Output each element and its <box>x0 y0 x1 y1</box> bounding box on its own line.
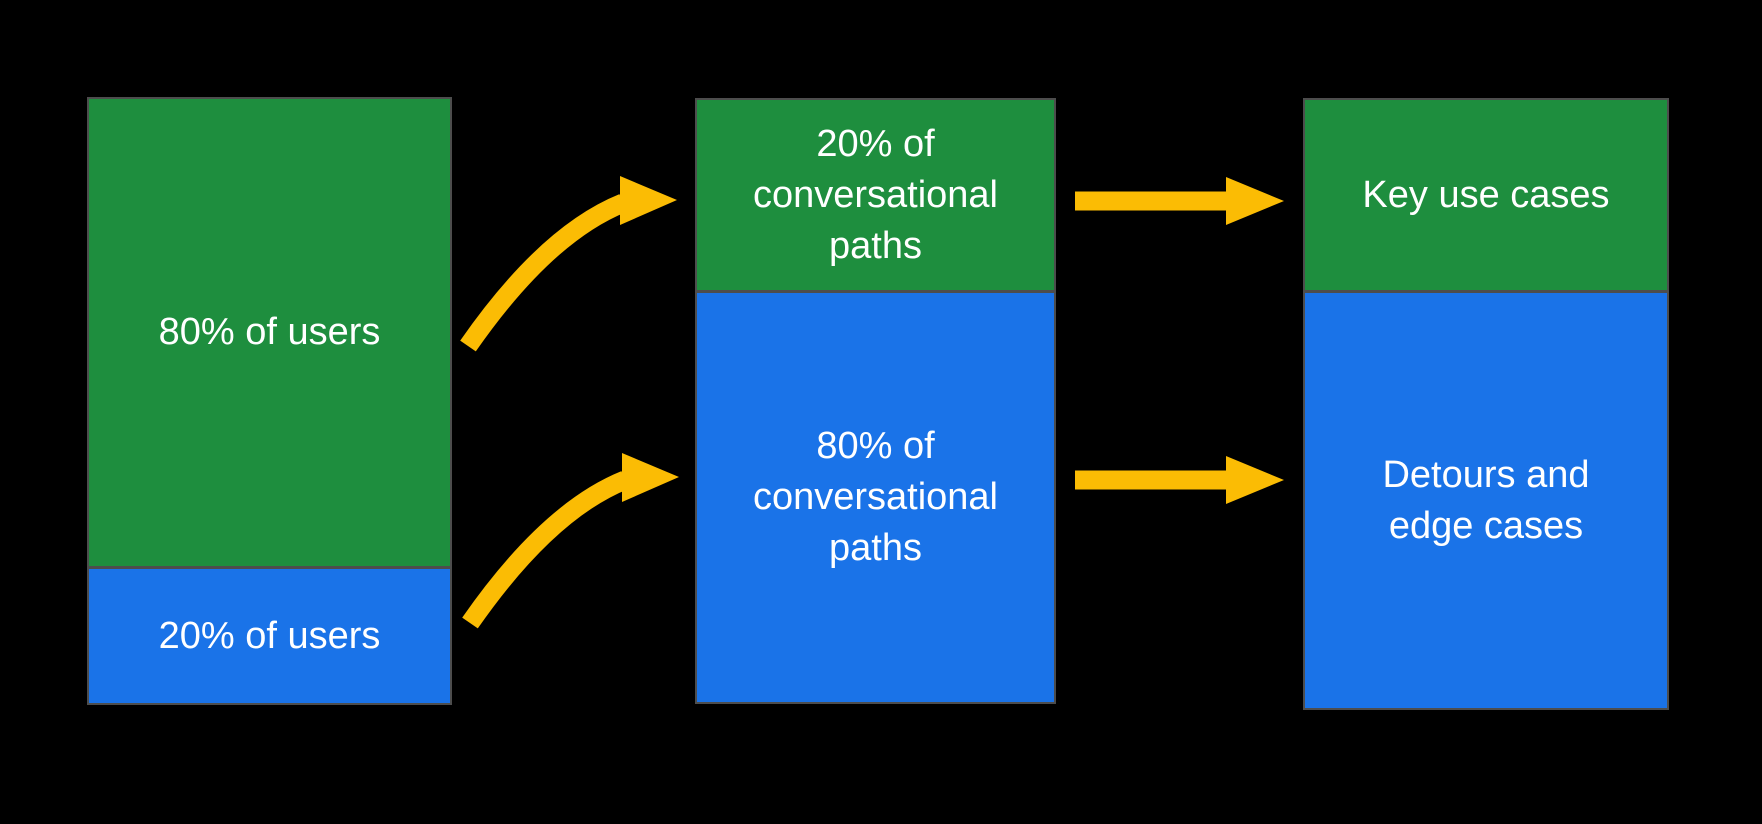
curved-arrow-bottom-head <box>622 453 679 502</box>
key-use-cases-block: Key use cases <box>1305 100 1667 290</box>
users-majority-label: 80% of users <box>158 311 381 353</box>
curved-arrow-bottom-shaft <box>462 471 629 629</box>
curved-arrow-bottom-icon <box>462 453 679 629</box>
detours-edge-cases-block: Detours and edge cases <box>1305 290 1667 708</box>
users-minority-label: 20% of users <box>158 614 381 657</box>
curved-arrow-top-head <box>620 176 677 225</box>
straight-arrow-top-icon <box>1075 177 1284 225</box>
curved-arrow-top-icon <box>460 176 677 352</box>
paths-majority-block: 80% of conversational paths <box>697 290 1054 702</box>
key-use-cases-label: Key use cases <box>1362 173 1610 216</box>
users-majority-block: 80% of users <box>89 99 450 566</box>
detours-edge-cases-label: Detours and edge cases <box>1382 453 1590 547</box>
straight-arrow-bottom-head <box>1226 456 1284 504</box>
curved-arrow-top-shaft <box>460 194 627 352</box>
paths-minority-block: 20% of conversational paths <box>697 100 1054 290</box>
column-users: 80% of users 20% of users <box>87 97 452 705</box>
straight-arrow-bottom-icon <box>1075 456 1284 504</box>
paths-minority-label: 20% of conversational paths <box>752 122 999 267</box>
column-conversational-paths: 20% of conversational paths 80% of conve… <box>695 98 1056 704</box>
paths-majority-label: 80% of conversational paths <box>752 425 999 569</box>
straight-arrow-top-head <box>1226 177 1284 225</box>
column-outcomes: Key use cases Detours and edge cases <box>1303 98 1669 710</box>
users-minority-block: 20% of users <box>89 566 450 703</box>
